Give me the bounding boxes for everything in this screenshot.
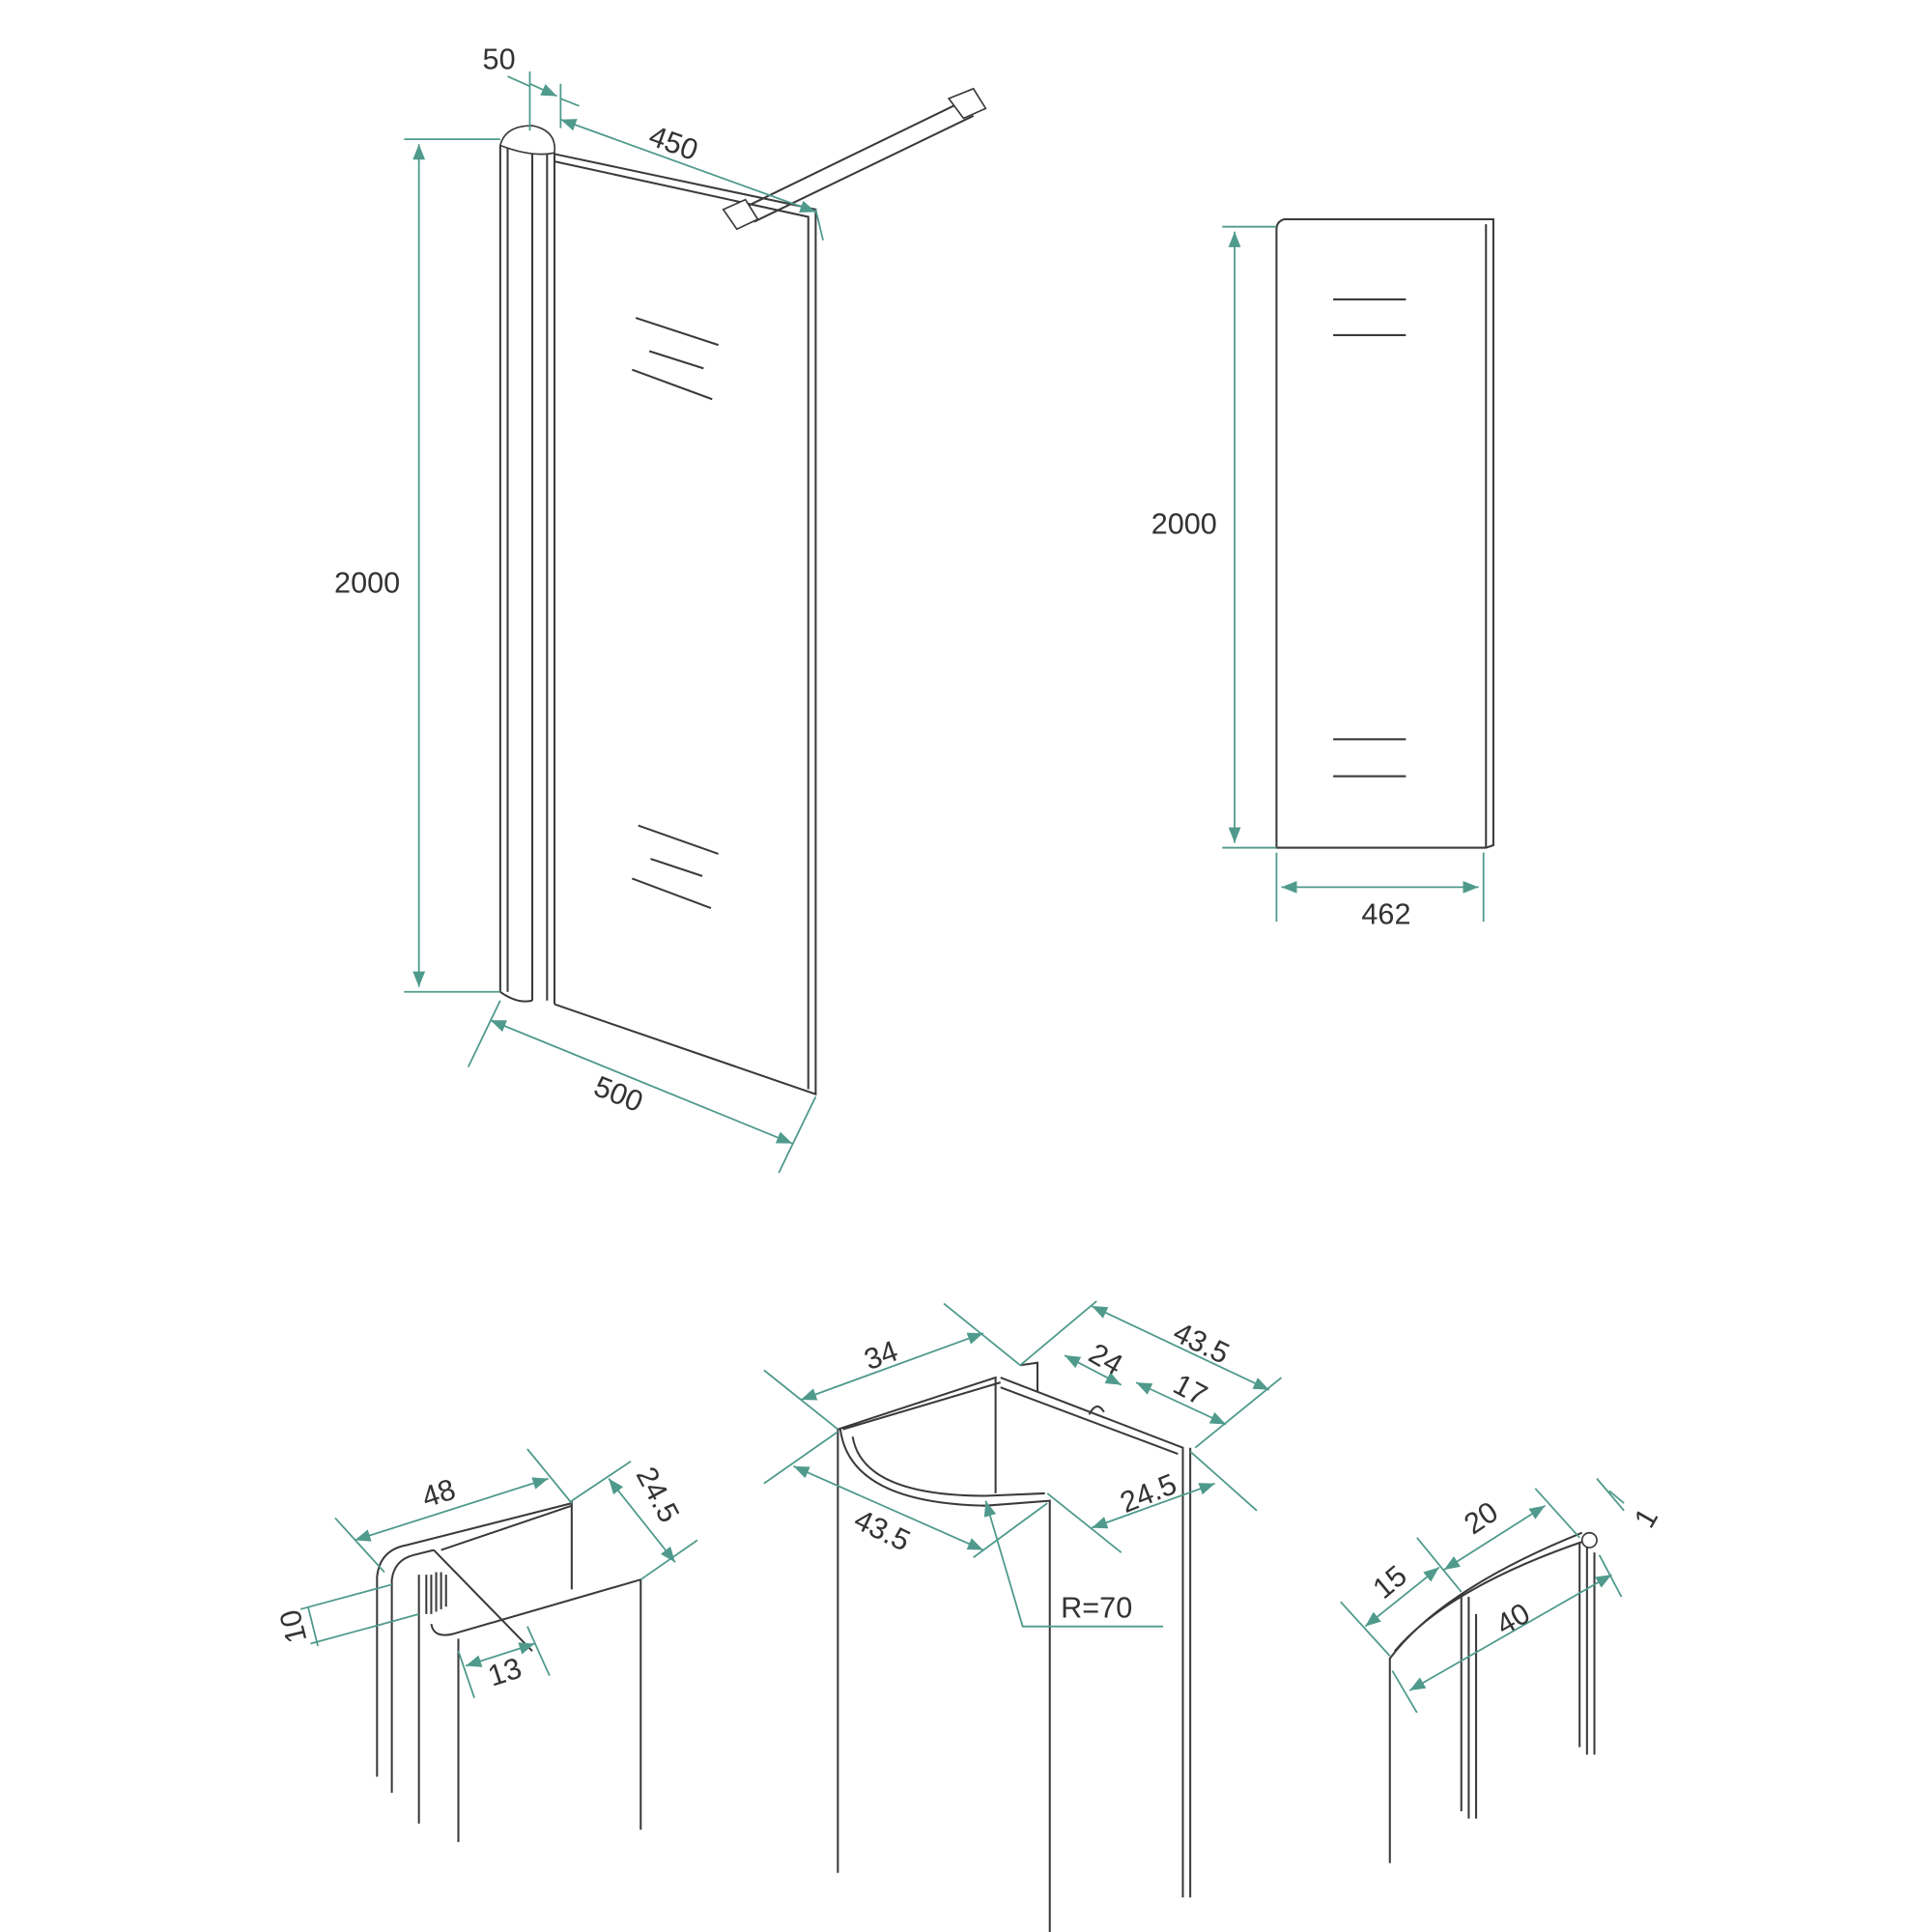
dimension-label: 500 [589, 1070, 647, 1120]
dimension-24: 24 [1064, 1337, 1128, 1386]
dimension-24-5: 24.5 [571, 1461, 698, 1580]
dimension-label: 40 [1491, 1597, 1535, 1641]
dimension-height: 2000 [1151, 225, 1277, 849]
wall-profile-bar [498, 125, 556, 1005]
dimension-43-5-top: 43.5 [1019, 1300, 1283, 1449]
dimension-15: 15 [1340, 1537, 1463, 1657]
dimension-radius: R=70 [983, 1500, 1164, 1628]
dimension-label: 20 [1459, 1495, 1504, 1541]
stabiliser-bar [722, 87, 987, 231]
dimension-1: 1 [1596, 1478, 1664, 1534]
dimension-40: 40 [1391, 1554, 1623, 1714]
end-profile-detail: 15 20 1 40 [1340, 1478, 1664, 1863]
dimension-label: 24 [1083, 1337, 1127, 1381]
glass-decal-top [631, 317, 719, 401]
dimension-height: 2000 [334, 138, 500, 993]
dimension-label: 450 [644, 120, 702, 167]
dimension-label: 15 [1367, 1559, 1413, 1605]
dimension-label: 43.5 [849, 1503, 915, 1558]
dimension-label: 2000 [334, 567, 400, 600]
dimension-label: 462 [1361, 898, 1410, 931]
dimension-label: 50 [483, 43, 516, 75]
dimension-width: 462 [1275, 852, 1485, 931]
glass-pane [554, 153, 817, 1096]
dimension-label: 24.5 [1116, 1467, 1181, 1520]
dimension-label: R=70 [1061, 1592, 1132, 1625]
dimension-glass-width: 450 [559, 83, 824, 241]
dimension-label: 43.5 [1168, 1316, 1234, 1371]
glass-decals [1333, 298, 1406, 778]
dimension-20: 20 [1443, 1488, 1580, 1571]
dimension-48: 48 [334, 1448, 573, 1574]
dimension-label: 1 [1628, 1503, 1664, 1534]
dimension-label: 17 [1168, 1368, 1212, 1412]
panel-perspective-view: 2000 500 450 50 [334, 43, 987, 1174]
glass-front-view: 2000 462 [1151, 218, 1494, 931]
dimension-17: 17 [1135, 1368, 1227, 1426]
dimension-profile-width: 50 [483, 43, 580, 131]
corner-profile-detail: 34 43.5 24 17 43.5 24.5 R=70 [763, 1300, 1283, 1932]
dimension-34: 34 [763, 1302, 1021, 1431]
dimension-10: 10 [273, 1583, 419, 1647]
dimension-13: 13 [457, 1626, 551, 1698]
dimension-label: 34 [860, 1334, 902, 1377]
dimension-label: 2000 [1151, 507, 1217, 540]
dimension-label: 10 [273, 1606, 313, 1646]
dimension-label: 24.5 [630, 1462, 686, 1528]
wall-profile-detail: 48 24.5 10 13 [273, 1448, 698, 1842]
dimension-width: 500 [467, 1000, 817, 1174]
dimension-24-5: 24.5 [1046, 1450, 1258, 1553]
glass-decal-bottom [631, 824, 719, 910]
